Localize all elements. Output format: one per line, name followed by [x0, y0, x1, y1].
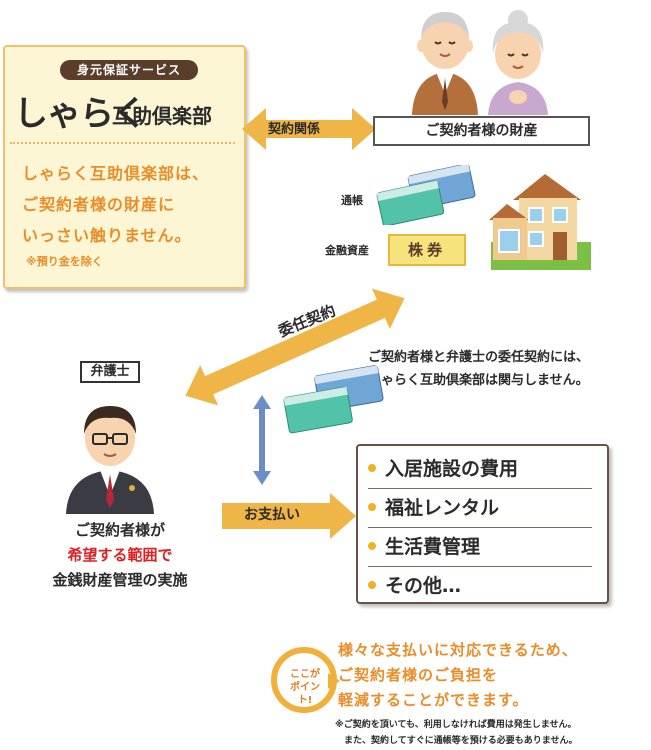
service-tagline: 身元保証サービス: [60, 60, 198, 80]
divider: [10, 142, 235, 144]
lawyer-caption-line: ご契約者様が: [74, 521, 165, 539]
delegation-note-line: ご契約者様と弁護士の委任契約には、: [368, 350, 590, 365]
payment-arrow: [222, 493, 356, 539]
company-description-line: いっさい触りません。: [22, 226, 192, 245]
passbook-icon: [376, 165, 476, 225]
company-note: ※預り金を除く: [26, 255, 103, 268]
list-item: 生活費管理: [368, 528, 592, 567]
stock-certificate: 株券: [388, 234, 466, 266]
delegation-double-arrow: [185, 288, 405, 406]
delegation-note-line: しゃらく互助倶楽部は関与しません。: [368, 373, 589, 388]
financial-assets-label: 金融資産: [325, 244, 369, 257]
bullet-icon: [368, 502, 376, 511]
contract-relation-label: 契約関係: [268, 122, 321, 137]
vertical-double-arrow: [253, 395, 271, 485]
bullet-icon: [368, 541, 376, 550]
list-item: 入居施設の費用: [368, 450, 592, 489]
lawyer-caption-highlight: 希望する範囲で: [67, 546, 173, 564]
list-item: その他…: [368, 567, 592, 605]
list-item: 福祉レンタル: [368, 489, 592, 528]
point-text-line: 軽減することができます。: [338, 691, 529, 709]
brand-logo-main: しゃらく: [14, 94, 147, 134]
house-icon: [489, 174, 591, 270]
lawyer-illustration: [66, 406, 154, 514]
passbook-icon: [283, 365, 384, 434]
lawyer-tag: 弁護士: [80, 361, 140, 383]
payment-items-list: 入居施設の費用 福祉レンタル 生活費管理 その他…: [356, 444, 609, 604]
footnote: ※ご契約を頂いても、利用しなければ費用は発生しません。: [335, 720, 577, 730]
company-description-line: ご契約者様の財産に: [22, 195, 176, 214]
payment-label: お支払い: [244, 507, 300, 523]
passbook-label: 通帳: [341, 194, 363, 207]
lawyer-caption-line: 金銭財産管理の実施: [52, 571, 188, 589]
bullet-icon: [368, 580, 376, 589]
point-text-line: ご契約者様のご負担を: [338, 666, 499, 684]
company-info-box: [3, 45, 246, 289]
point-text-line: 様々な支払いに対応できるため、: [338, 641, 578, 659]
client-assets-box: ご契約者様の財産: [373, 116, 590, 146]
elderly-couple-illustration: [412, 10, 548, 115]
company-description-line: しゃらく互助倶楽部は、: [22, 164, 210, 183]
brand-logo-sub: 互助倶楽部: [112, 104, 212, 128]
footnote: また、契約してすぐに通帳等を預ける必要もありません。: [344, 736, 578, 746]
point-badge-text: ここが ポイント!: [290, 669, 320, 706]
bullet-icon: [368, 463, 376, 472]
contract-double-arrow: [242, 108, 376, 150]
point-badge-icon: [271, 647, 340, 713]
